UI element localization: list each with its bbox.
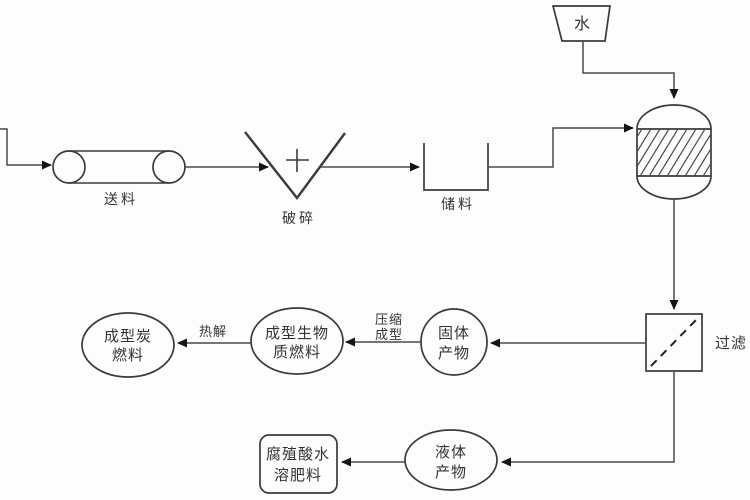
liquid-product-label-line1: 液体: [435, 443, 467, 461]
water-hopper-shape: [551, 5, 611, 42]
humic-acid-fertilizer-node: [259, 434, 338, 494]
formed-charcoal-fuel-label-line1: 成型炭: [104, 327, 152, 345]
edge-filter-to-liquid: [501, 371, 675, 467]
reactor-vessel: [636, 104, 712, 200]
filter-diagonal-dashed-line: [650, 318, 698, 367]
formed-charcoal-fuel-label-line2: 燃料: [112, 346, 144, 364]
formed-biomass-fuel-label-line2: 质燃料: [273, 343, 321, 361]
liquid-product-node: [404, 429, 498, 491]
conveyor-right-roller-icon: [152, 150, 186, 184]
formed-biomass-fuel-label-line1: 成型生物: [265, 324, 329, 342]
humic-acid-fertilizer-label-line2: 溶肥料: [274, 466, 322, 484]
storage-label: 储料: [441, 197, 475, 213]
compression-label-line2: 成型: [375, 328, 403, 343]
formed-biomass-fuel-node: [250, 307, 344, 375]
liquid-product-label-line2: 产物: [435, 463, 467, 481]
feeding-label: 送料: [104, 192, 138, 208]
crusher-v-shape: [244, 131, 346, 200]
compression-label-line1: 压缩: [375, 312, 403, 328]
solid-product-label-line1: 固体: [438, 324, 470, 342]
solid-product-label-line2: 产物: [438, 344, 470, 362]
solid-product-node: [420, 308, 488, 376]
edge-storage-to-reactor: [488, 123, 634, 168]
pyrolysis-label: 热解: [199, 325, 227, 340]
crusher-plus-icon: [286, 149, 309, 172]
conveyor-belt: [52, 150, 186, 184]
crushing-label: 破碎: [282, 211, 316, 227]
formed-charcoal-fuel-node: [81, 312, 175, 378]
edge-feed-in: [0, 128, 52, 170]
humic-acid-fertilizer-label-line1: 腐殖酸水: [266, 445, 330, 463]
reactor-hatch-fill: [637, 129, 711, 176]
conveyor-left-roller-icon: [52, 150, 86, 184]
filtration-label: 过滤: [715, 334, 747, 352]
water-label: 水: [574, 14, 590, 33]
edge-water-to-reactor: [582, 41, 679, 99]
storage-bin-shape: [423, 143, 489, 191]
